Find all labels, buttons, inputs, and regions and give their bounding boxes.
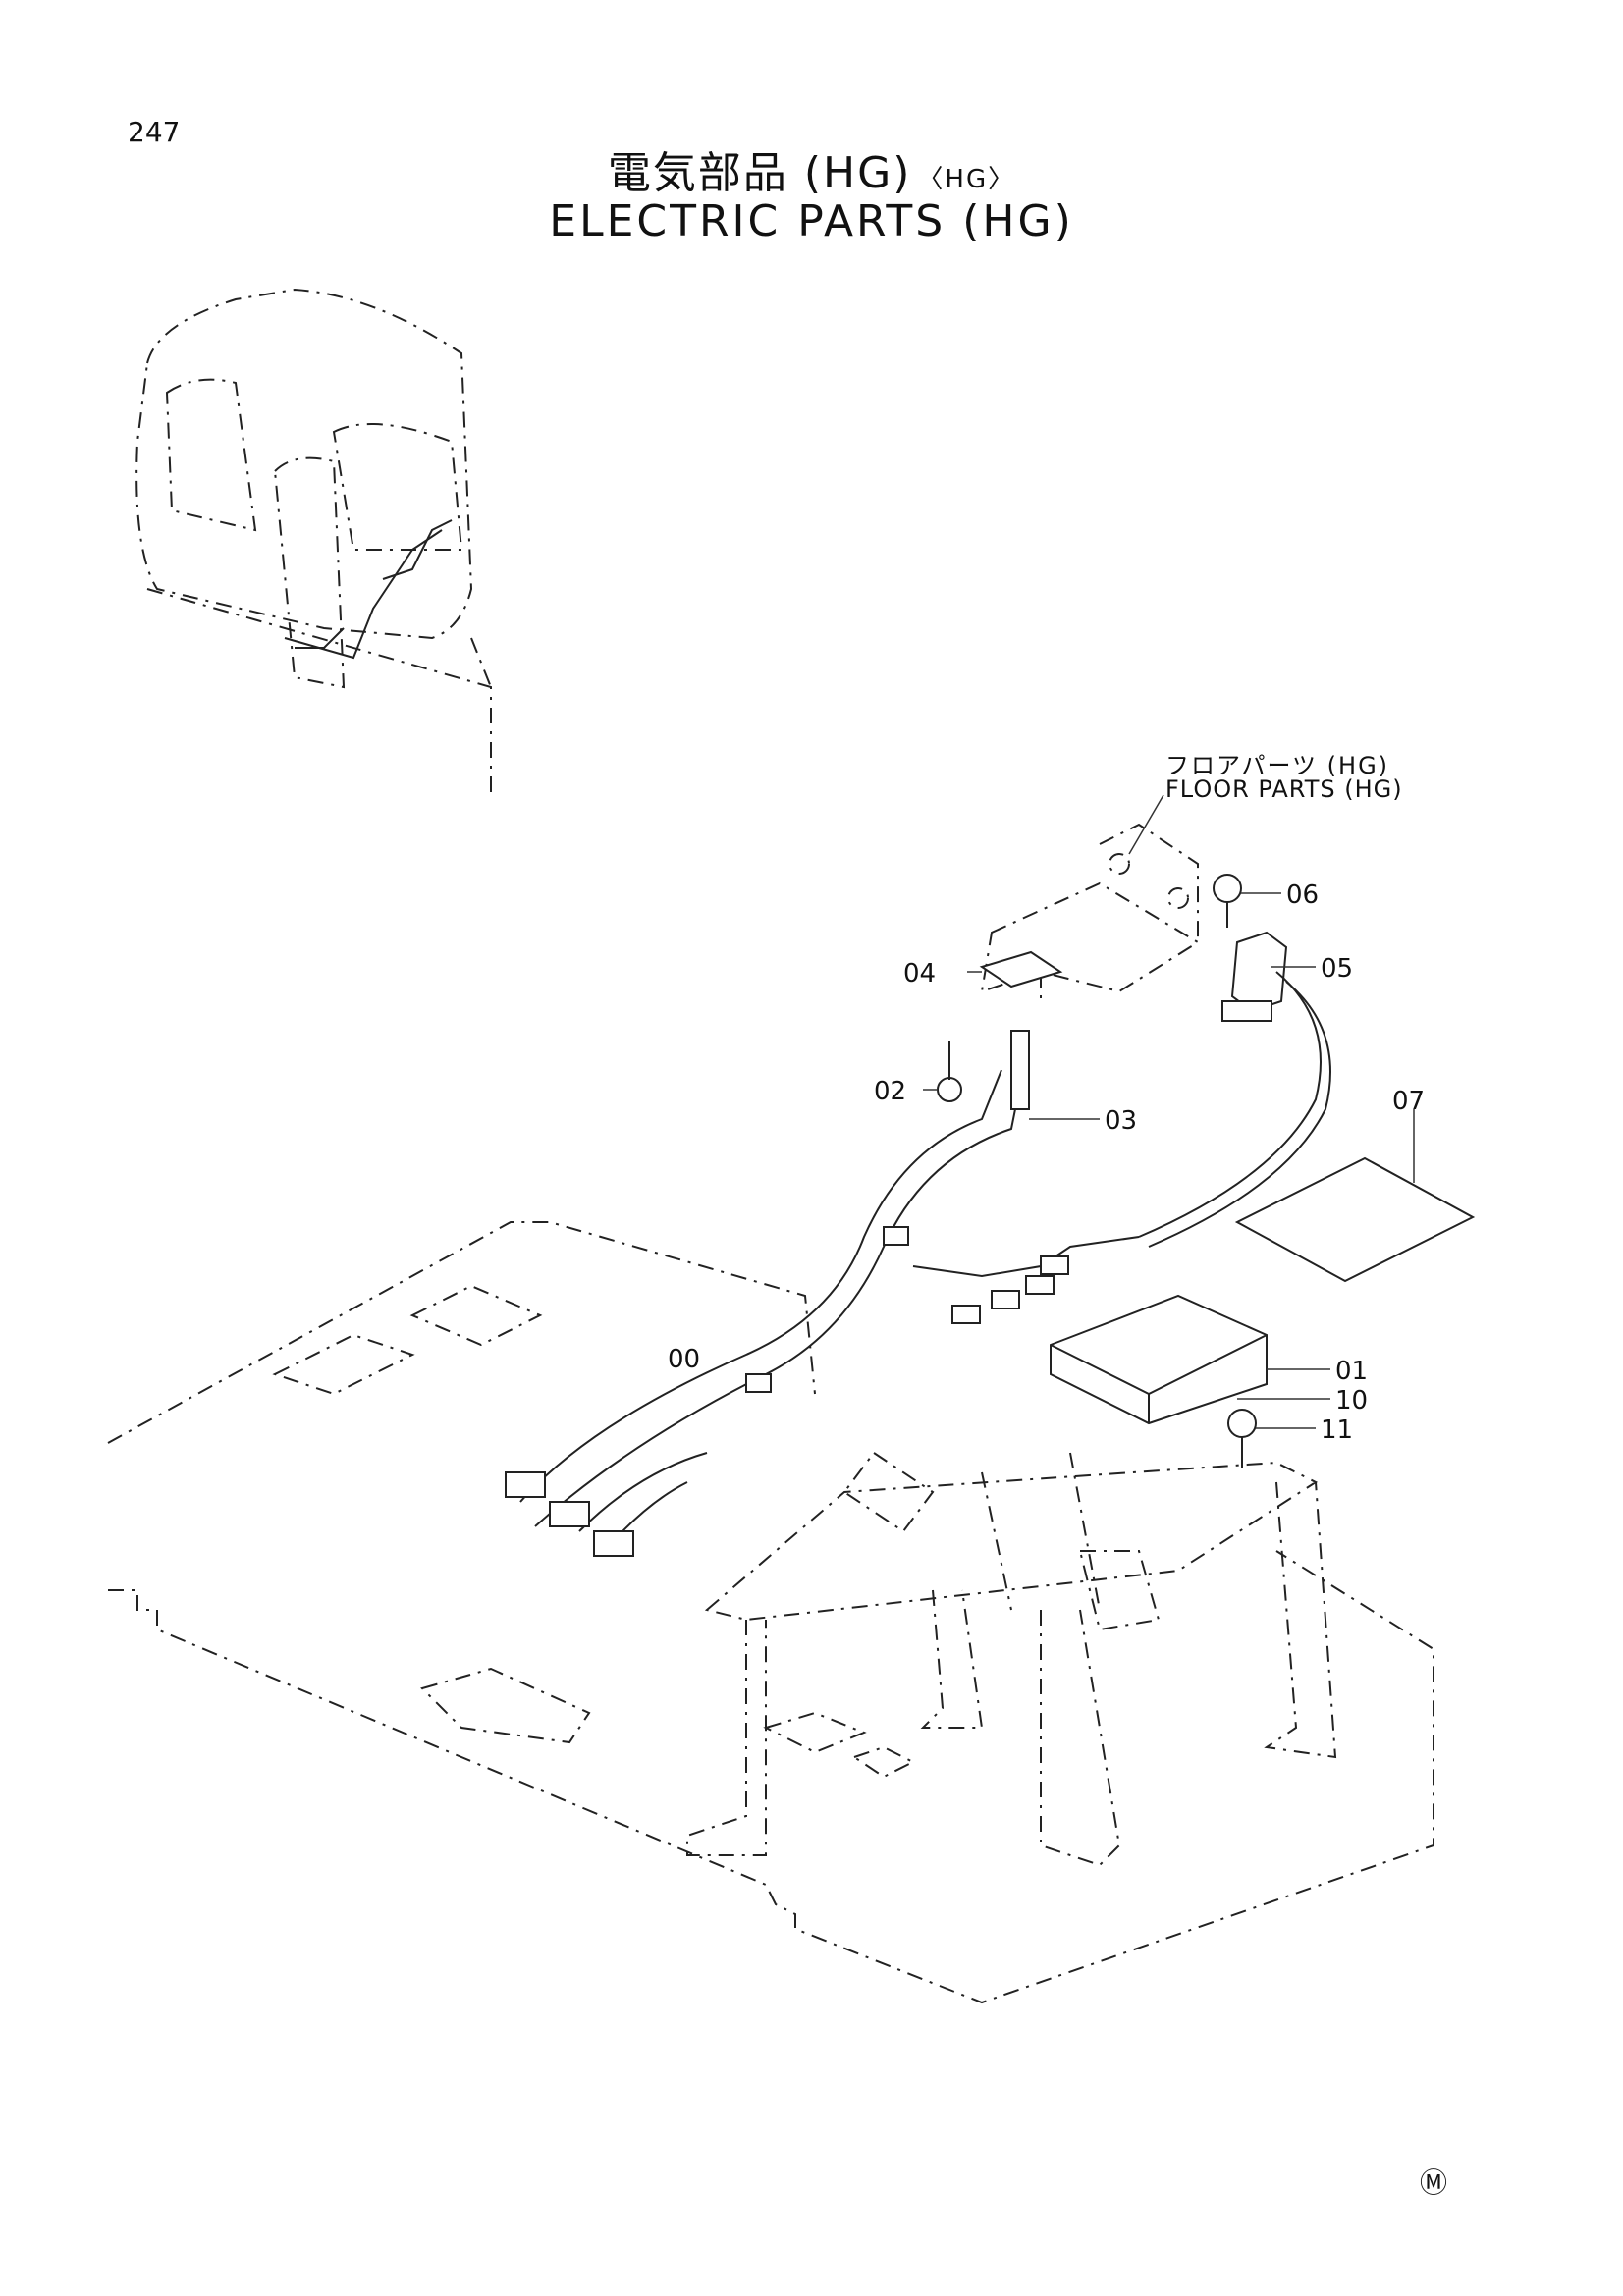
bracket-05 bbox=[967, 950, 1063, 988]
callout-02: 11 bbox=[1321, 1415, 1354, 1445]
page-number: 247 bbox=[128, 116, 181, 148]
wire-harness-00 bbox=[505, 971, 1331, 1557]
callout-01: 01 bbox=[1335, 1357, 1369, 1386]
callout-03: 02 bbox=[874, 1077, 907, 1106]
floor-parts-pointer bbox=[1128, 794, 1164, 855]
relay-06 bbox=[1221, 931, 1316, 1022]
reference-floor-parts-jp: フロアパーツ (HG) bbox=[1165, 752, 1390, 779]
floor-plate bbox=[107, 1221, 1434, 2004]
callout-10: 07 bbox=[1392, 1087, 1426, 1116]
relay-04 bbox=[1010, 1030, 1100, 1120]
bolt-07 bbox=[1213, 874, 1281, 928]
seat-stand bbox=[686, 1451, 1337, 1867]
reference-floor-parts-en: FLOOR PARTS (HG) bbox=[1165, 775, 1403, 803]
footer-mark: Ⓜ bbox=[1420, 2166, 1448, 2199]
bolt-03 bbox=[923, 1041, 962, 1102]
callout-07: 06 bbox=[1286, 881, 1320, 910]
cab-overview-sketch bbox=[135, 288, 492, 795]
page-title-jp: 電気部品 (HG)〈HG〉 bbox=[0, 137, 1623, 200]
callout-05: 04 bbox=[903, 959, 937, 988]
title-jp-sub: 〈HG〉 bbox=[917, 165, 1016, 194]
page-title-en: ELECTRIC PARTS (HG) bbox=[549, 196, 1074, 246]
callout-04: 03 bbox=[1105, 1106, 1138, 1136]
callout-11: 10 bbox=[1335, 1386, 1369, 1415]
callout-06: 05 bbox=[1321, 954, 1354, 984]
bolt-02 bbox=[1227, 1409, 1316, 1468]
label-sheet-10 bbox=[1234, 1109, 1476, 1283]
controller-01 bbox=[1050, 1294, 1330, 1425]
title-jp-text: 電気部品 (HG) bbox=[607, 148, 912, 198]
callout-00: 00 bbox=[668, 1345, 701, 1374]
